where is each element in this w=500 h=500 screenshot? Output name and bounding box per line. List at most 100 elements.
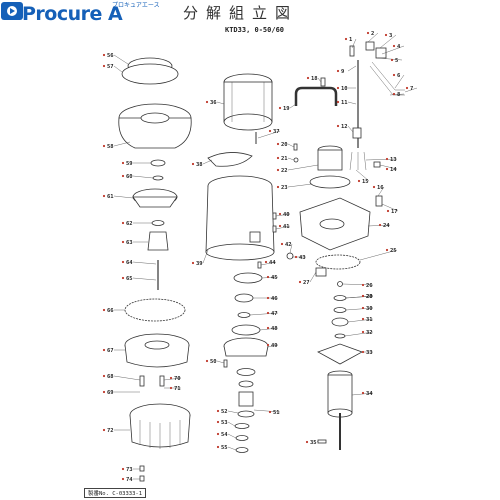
- part-label: 37: [273, 129, 280, 135]
- leader-line: [344, 331, 374, 337]
- label-marker: [305, 440, 309, 444]
- part-label: 7: [410, 86, 413, 92]
- part-ring-54: [235, 435, 249, 441]
- part-label: 24: [383, 223, 390, 229]
- leader-line: [347, 101, 357, 105]
- leader-line: [267, 344, 279, 348]
- part-label: 13: [390, 157, 397, 163]
- label-marker: [392, 44, 396, 48]
- leader-line: [113, 195, 134, 199]
- label-marker: [276, 168, 280, 172]
- label-marker: [294, 255, 298, 259]
- leader-line: [227, 421, 236, 427]
- label-marker: [278, 212, 282, 216]
- leader-line: [365, 158, 398, 161]
- label-marker: [280, 242, 284, 246]
- leader-line: [345, 307, 374, 311]
- part-label: 68: [107, 374, 114, 380]
- label-marker: [268, 129, 272, 133]
- part-label: 16: [377, 185, 384, 191]
- part-label: 19: [283, 106, 290, 112]
- label-marker: [361, 330, 365, 334]
- part-gasket: [124, 298, 186, 322]
- part-label: 74: [126, 477, 133, 483]
- part-label: 61: [107, 194, 114, 200]
- part-label: 45: [271, 275, 278, 281]
- part-label: 32: [366, 330, 373, 336]
- part-bolt-44: [257, 261, 262, 269]
- leader-line: [132, 261, 157, 265]
- part-label: 27: [303, 280, 310, 286]
- part-ring-32: [334, 333, 346, 339]
- part-label: 10: [341, 86, 348, 92]
- part-label: 57: [107, 64, 114, 70]
- part-label: 60: [126, 174, 133, 180]
- part-label: 34: [366, 391, 373, 397]
- leader-line: [381, 45, 405, 55]
- part-label: 58: [107, 144, 114, 150]
- leader-line: [342, 283, 374, 286]
- label-marker: [276, 142, 280, 146]
- leader-line: [216, 360, 225, 364]
- leader-line: [260, 261, 277, 266]
- label-marker: [336, 86, 340, 90]
- leader-line: [216, 101, 225, 105]
- label-marker: [121, 240, 125, 244]
- drawing-number: 製番No. C-03333-1: [84, 488, 147, 498]
- part-cable-gland: [352, 127, 362, 139]
- part-gasket-motor: [207, 152, 253, 167]
- leader-line: [289, 103, 297, 109]
- label-marker: [306, 76, 310, 80]
- part-ring-53: [234, 423, 250, 429]
- label-marker: [216, 409, 220, 413]
- part-motor-frame: [205, 175, 275, 261]
- leader-line: [113, 375, 141, 381]
- part-pump-casing: [124, 333, 190, 368]
- leader-line: [275, 225, 291, 230]
- part-label: 59: [126, 161, 133, 167]
- label-marker: [276, 156, 280, 160]
- part-label: 52: [221, 409, 228, 415]
- part-label: 8: [397, 92, 400, 98]
- part-label: 5: [395, 58, 398, 64]
- part-label: 43: [299, 255, 306, 261]
- part-lead-wires: [349, 151, 367, 171]
- part-label: 38: [196, 162, 203, 168]
- part-motor-cover: [299, 197, 371, 270]
- leader-line: [287, 183, 313, 188]
- label-marker: [102, 64, 106, 68]
- part-sleeve: [147, 231, 169, 251]
- leader-line: [317, 77, 322, 83]
- part-key-35: [317, 439, 327, 444]
- label-marker: [121, 276, 125, 280]
- part-terminal-16: [375, 195, 383, 207]
- label-marker: [191, 261, 195, 265]
- part-label: 40: [283, 212, 290, 218]
- label-marker: [205, 100, 209, 104]
- leader-line: [227, 446, 237, 451]
- part-bolt-small: [139, 375, 145, 387]
- label-marker: [336, 69, 340, 73]
- part-bolt-small: [159, 375, 165, 387]
- label-marker: [361, 283, 365, 287]
- diagram-title: 分解組立図: [183, 4, 299, 22]
- part-bolt-41: [272, 225, 277, 233]
- leader-line: [309, 271, 317, 283]
- label-marker: [392, 92, 396, 96]
- logo-text: Procure A: [22, 3, 123, 25]
- part-label: 69: [107, 390, 114, 396]
- leader-line: [163, 377, 182, 381]
- part-nut: [139, 475, 145, 482]
- leader-line: [257, 130, 281, 139]
- part-key: [151, 220, 165, 226]
- part-label: 41: [283, 224, 290, 230]
- label-marker: [205, 359, 209, 363]
- part-washer-21: [293, 157, 299, 163]
- label-marker: [216, 432, 220, 436]
- leader-line: [132, 277, 157, 281]
- leader-line: [132, 175, 154, 179]
- part-nut: [139, 465, 145, 472]
- part-label: 73: [126, 467, 133, 473]
- leader-line: [249, 312, 279, 316]
- label-marker: [102, 194, 106, 198]
